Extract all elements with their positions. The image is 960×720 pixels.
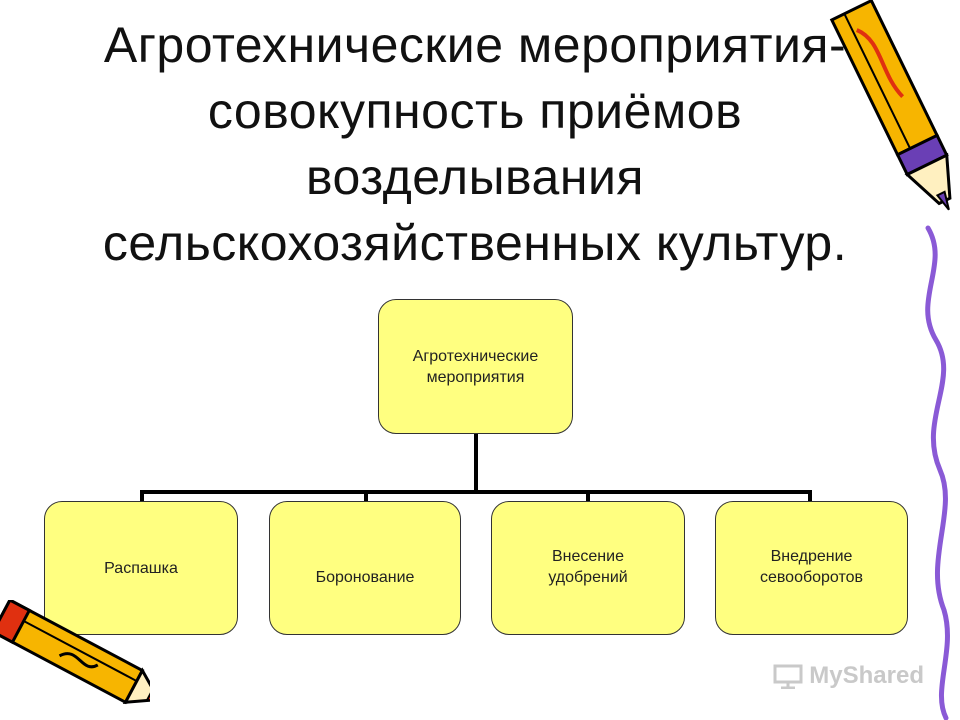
- node-child-4: Внедрение севооборотов: [715, 501, 908, 635]
- presentation-icon: [773, 664, 803, 689]
- pencil-icon: [829, 0, 952, 720]
- watermark: MyShared: [773, 662, 924, 690]
- title-line-1: Агротехнические мероприятия-: [103, 17, 847, 73]
- watermark-text: MyShared: [809, 662, 924, 689]
- title-line-3: возделывания: [306, 149, 644, 205]
- node-root: Агротехнические мероприятия: [378, 299, 573, 434]
- node-child-3: Внесение удобрений: [491, 501, 685, 635]
- pencil-icon: [0, 600, 150, 705]
- node-child-1: Распашка: [44, 501, 238, 635]
- node-child-2: Боронование: [269, 501, 461, 635]
- slide-title: Агротехнические мероприятия- совокупност…: [40, 12, 910, 276]
- title-line-2: совокупность приёмов: [207, 83, 743, 139]
- title-line-4: сельскохозяйственных культур.: [102, 215, 848, 271]
